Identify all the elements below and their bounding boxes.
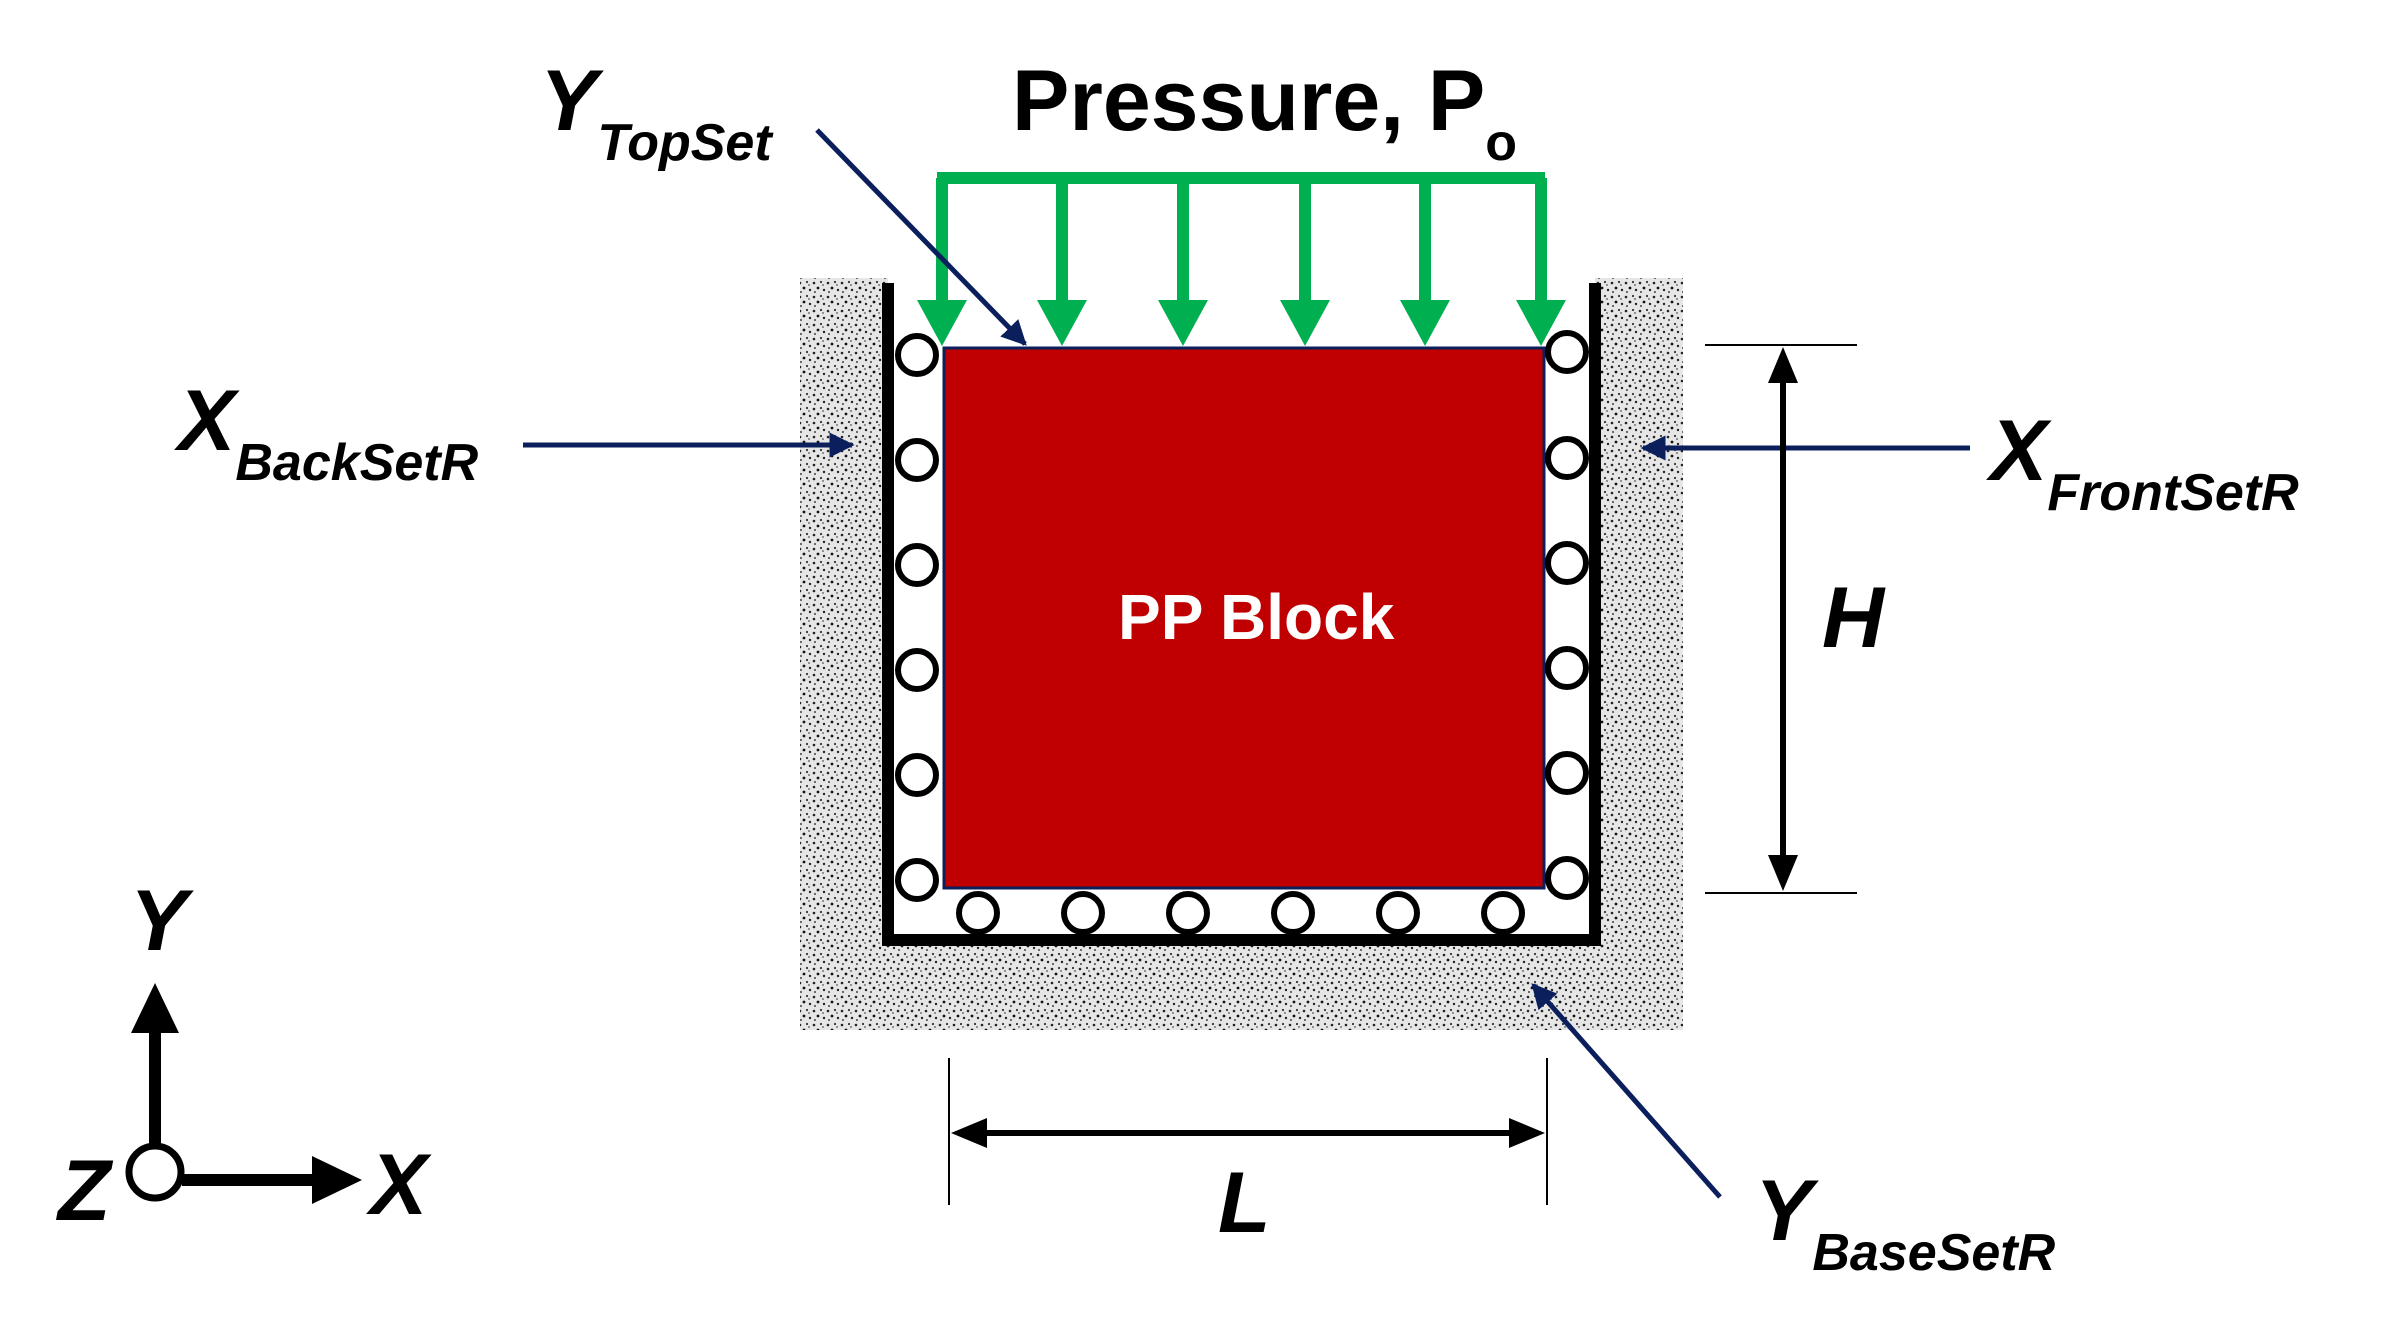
soil-support	[800, 278, 1683, 1030]
label-x-frontsetr: XFrontSetR	[1990, 403, 2299, 522]
pressure-arrow	[1280, 178, 1330, 346]
roller	[1545, 646, 1589, 690]
roller	[895, 753, 939, 797]
roller	[956, 891, 1000, 935]
roller	[895, 858, 939, 902]
axis-z-label: Z	[58, 1143, 111, 1239]
label-x-backsetr: XBackSetR	[178, 373, 479, 492]
roller	[895, 333, 939, 377]
coordinate-axes	[125, 983, 362, 1204]
axis-x-label: X	[370, 1137, 428, 1233]
leader-base	[1531, 983, 1722, 1199]
roller	[1545, 541, 1589, 585]
length-label: L	[1218, 1155, 1271, 1251]
left-rollers	[895, 333, 939, 902]
pressure-arrow	[1158, 178, 1208, 346]
pressure-title: Pressure, Po	[1012, 53, 1518, 172]
roller	[1545, 330, 1589, 374]
base-rollers	[956, 891, 1525, 935]
leader-top	[815, 128, 1027, 346]
container-wall	[882, 283, 1601, 946]
roller	[895, 543, 939, 587]
pp-block	[942, 346, 1546, 890]
roller	[895, 438, 939, 482]
height-label: H	[1822, 570, 1885, 666]
roller	[1545, 436, 1589, 480]
label-y-basesetr: YBaseSetR	[1755, 1163, 2056, 1282]
z-axis-origin	[125, 1142, 185, 1202]
pp-block-label: PP Block	[1118, 581, 1395, 653]
y-axis-arrow	[131, 983, 179, 1033]
pressure-arrow	[1516, 178, 1566, 346]
roller	[1166, 891, 1210, 935]
right-rollers	[1545, 330, 1589, 900]
roller	[1481, 891, 1525, 935]
roller	[1061, 891, 1105, 935]
height-dimension	[1705, 344, 1857, 894]
pressure-arrow	[1400, 178, 1450, 346]
roller	[1271, 891, 1315, 935]
pressure-load	[917, 172, 1566, 346]
axis-y-label: Y	[130, 873, 188, 969]
roller	[895, 648, 939, 692]
roller	[1545, 751, 1589, 795]
pressure-arrow	[917, 178, 967, 346]
pressure-arrow	[1037, 178, 1087, 346]
x-axis-arrow	[312, 1156, 362, 1204]
length-dimension	[948, 1058, 1548, 1205]
roller	[1376, 891, 1420, 935]
roller	[1545, 856, 1589, 900]
label-y-topset: YTopSet	[540, 53, 772, 172]
